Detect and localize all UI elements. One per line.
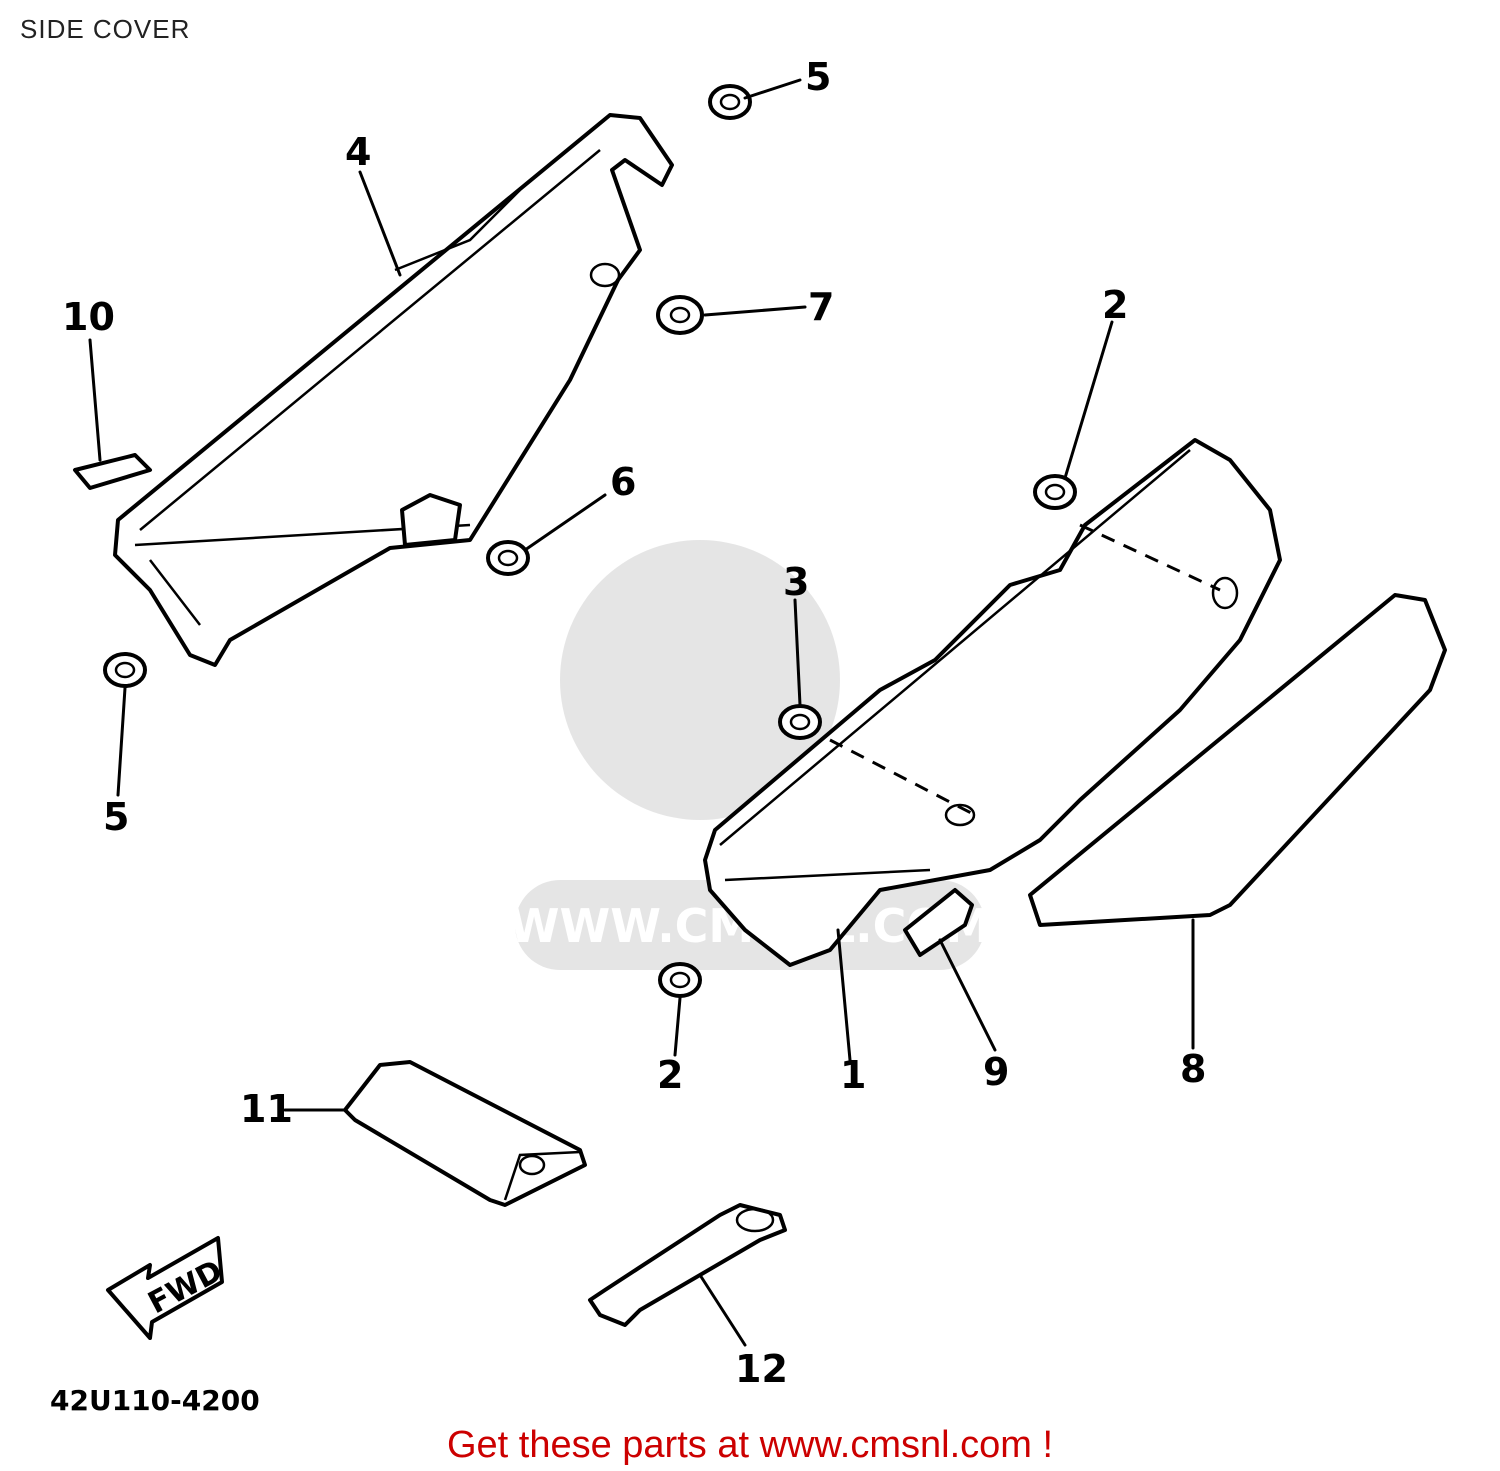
callout-3: 3 <box>783 560 809 604</box>
pouch-part-11 <box>343 1060 587 1207</box>
callout-11: 11 <box>240 1087 293 1131</box>
forward-arrow-icon: FWD <box>106 1236 228 1340</box>
damper-7 <box>589 262 704 335</box>
callout-8: 8 <box>1180 1047 1206 1091</box>
bracket-frame-part <box>113 113 674 667</box>
key-tool-part-12 <box>588 1203 787 1327</box>
grommet-5-top <box>708 84 752 120</box>
callout-12: 12 <box>735 1347 788 1391</box>
callout-4: 4 <box>345 130 371 174</box>
grommet-6 <box>486 540 530 576</box>
callout-2-top: 2 <box>1102 283 1128 327</box>
side-cover-part <box>703 438 1282 967</box>
emblem-part-10 <box>73 453 152 490</box>
grommet-2-top <box>1033 474 1077 510</box>
callout-9: 9 <box>983 1050 1009 1094</box>
callout-2-bottom: 2 <box>657 1053 683 1097</box>
callout-6: 6 <box>610 460 636 504</box>
callout-10: 10 <box>62 295 115 339</box>
grommet-2-bottom <box>658 962 702 998</box>
grommet-5-bottom <box>103 652 147 688</box>
callout-7: 7 <box>808 285 834 329</box>
diagram-code: 42U110-4200 <box>50 1384 260 1417</box>
callout-5-bottom: 5 <box>103 795 129 839</box>
callout-1: 1 <box>840 1053 866 1097</box>
grommet-3 <box>778 704 822 740</box>
decal-part-8 <box>1028 593 1447 927</box>
clip-part-9 <box>903 888 974 957</box>
footer-link[interactable]: Get these parts at www.cmsnl.com ! <box>446 1424 1054 1466</box>
callout-5-top: 5 <box>805 55 831 99</box>
diagram-title: SIDE COVER <box>20 14 191 44</box>
leader-lines <box>88 78 1195 1347</box>
